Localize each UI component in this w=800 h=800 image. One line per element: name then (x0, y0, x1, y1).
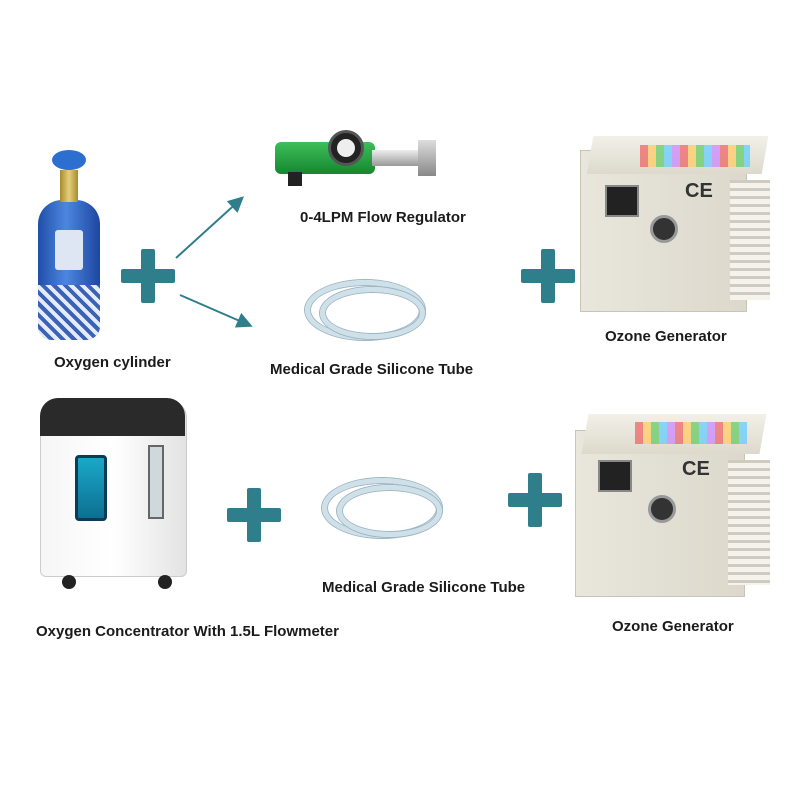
silicone-tube-label: Medical Grade Silicone Tube (322, 579, 526, 596)
wheel (158, 575, 172, 589)
ozone-generator-label: Ozone Generator (605, 328, 727, 345)
regulator-gauge (328, 130, 364, 166)
ce-mark-icon: CE (685, 180, 713, 202)
ozone-color-chart (635, 422, 747, 444)
arrow-to-tube (179, 294, 253, 328)
oxygen-cylinder-label: Oxygen cylinder (54, 354, 171, 371)
cylinder-valve (60, 170, 78, 202)
tube-coil (337, 485, 442, 537)
wheel (62, 575, 76, 589)
cylinder-sticker (55, 230, 83, 270)
ozone-dial (650, 215, 678, 243)
ozone-display (605, 185, 639, 217)
silicone-tube-label: Medical Grade Silicone Tube (270, 361, 474, 378)
cylinder-mesh (38, 285, 100, 340)
ozone-vent (730, 180, 770, 300)
ozone-color-chart (640, 145, 750, 167)
regulator-outlet (288, 172, 302, 186)
concentrator-top (40, 398, 185, 436)
regulator-stem (372, 150, 422, 166)
ozone-generator-label: Ozone Generator (612, 618, 734, 635)
tube-coil (320, 287, 425, 339)
regulator-nut (418, 140, 436, 176)
ozone-vent (728, 460, 770, 585)
ozone-dial (648, 495, 676, 523)
plus-icon (121, 249, 175, 303)
concentrator-flowmeter (148, 445, 164, 519)
oxygen-concentrator-label: Oxygen Concentrator With 1.5L Flowmeter (36, 623, 339, 640)
plus-icon (521, 249, 575, 303)
flow-regulator-label: 0-4LPM Flow Regulator (300, 209, 466, 226)
arrow-to-regulator (175, 196, 244, 259)
plus-icon (227, 488, 281, 542)
cylinder-knob (52, 150, 86, 170)
ce-mark-icon: CE (682, 458, 710, 480)
plus-icon (508, 473, 562, 527)
concentrator-humidifier (75, 455, 107, 521)
ozone-display (598, 460, 632, 492)
